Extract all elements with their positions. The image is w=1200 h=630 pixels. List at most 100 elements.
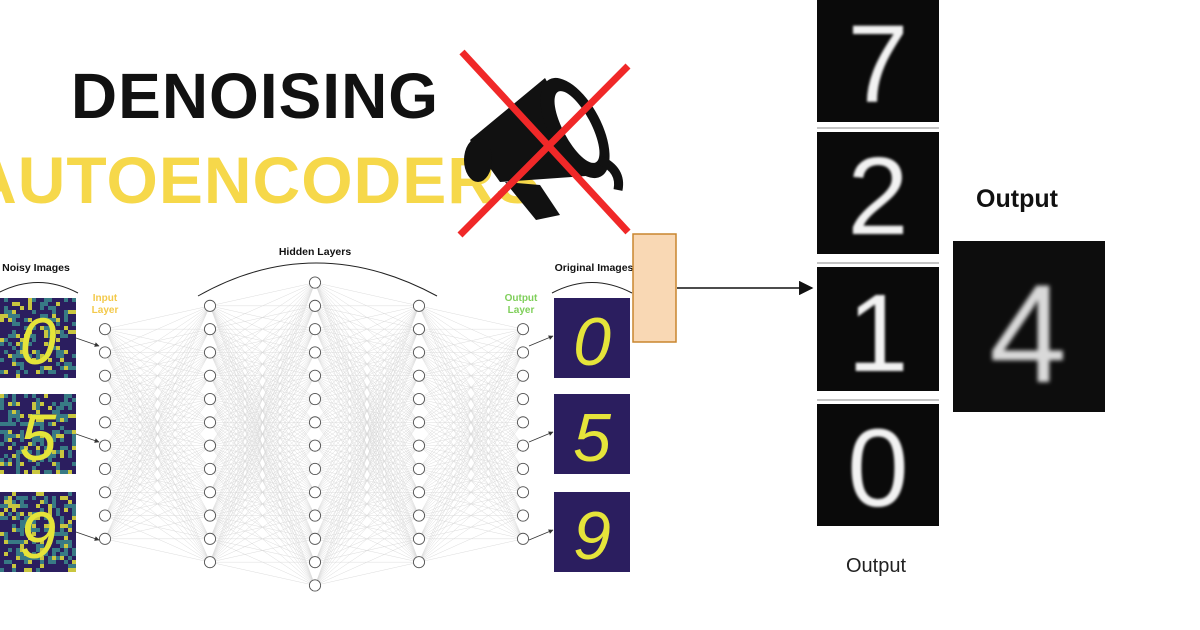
network-edge — [104, 352, 211, 539]
network-node — [412, 556, 426, 569]
noisy-image-column: 059 — [0, 298, 76, 572]
network-edge — [314, 515, 420, 586]
network-node — [203, 416, 217, 429]
network-edge — [418, 538, 524, 563]
network-edge — [418, 422, 524, 563]
network-node — [308, 486, 322, 499]
input-arrow — [75, 531, 100, 541]
network-edge — [314, 305, 420, 446]
network-node — [412, 532, 426, 545]
network-node — [308, 299, 322, 312]
noisy-digit-tile: 9 — [0, 492, 76, 572]
network-edge — [104, 538, 211, 563]
network-edge — [104, 305, 211, 376]
network-node — [308, 462, 322, 476]
network-edge — [314, 329, 420, 586]
network-edge — [418, 329, 524, 539]
strip-digit-cell: 1 — [817, 262, 939, 395]
network-edge — [209, 282, 316, 353]
network-edge — [314, 538, 420, 586]
output-arrow — [528, 335, 554, 347]
noisy-digit-glyph: 9 — [20, 498, 57, 572]
network-node — [203, 369, 217, 382]
network-edge — [104, 305, 211, 446]
network-node — [516, 439, 530, 452]
network-node — [203, 299, 217, 312]
network-node — [308, 439, 322, 452]
network-edge — [209, 352, 316, 563]
network-edge — [418, 468, 524, 563]
network-node — [203, 486, 217, 499]
network-node — [516, 462, 530, 476]
network-edge — [209, 282, 316, 539]
network-edge — [209, 445, 316, 563]
network-edge — [314, 305, 420, 516]
network-node — [98, 532, 112, 545]
network-node — [98, 369, 112, 382]
network-node — [308, 556, 322, 569]
network-node — [308, 532, 322, 545]
tile-arrows — [75, 335, 554, 541]
network-edge — [418, 492, 524, 563]
clean-digit-tile: 5 — [554, 394, 630, 476]
noisy-digit-tile: 0 — [0, 298, 76, 378]
network-edge — [314, 398, 420, 586]
network-nodes — [98, 276, 530, 592]
network-node — [308, 346, 322, 359]
network-edge — [418, 328, 524, 400]
network-node — [308, 369, 322, 382]
network-edge — [209, 282, 316, 376]
network-node — [412, 392, 426, 406]
strip-caption: Output — [846, 555, 906, 577]
network-node — [412, 369, 426, 382]
network-node — [98, 392, 112, 406]
network-edge — [104, 305, 211, 423]
network-edge — [209, 282, 316, 563]
network-edge — [418, 352, 524, 563]
network-node — [516, 346, 530, 359]
network-edge — [418, 329, 524, 446]
network-node — [98, 439, 112, 452]
headline-denoising: DENOISING — [71, 60, 439, 132]
network-edge — [104, 305, 211, 470]
network-edge — [314, 305, 420, 400]
network-edge — [314, 305, 420, 330]
noisy-images-label: Noisy Images — [2, 262, 70, 274]
network-node — [98, 462, 112, 476]
encoder-box — [632, 233, 677, 343]
network-node — [516, 323, 530, 336]
network-edge — [209, 282, 316, 307]
strip-digit-cell: 7 — [817, 0, 939, 126]
network-edge — [314, 375, 420, 586]
network-node — [412, 462, 426, 476]
network-node — [98, 323, 112, 336]
network-edge — [104, 375, 211, 539]
clean-digit-glyph: 9 — [573, 498, 611, 574]
clean-digit-tile: 0 — [554, 298, 630, 380]
network-edge — [418, 328, 524, 353]
clean-digit-glyph: 5 — [573, 400, 611, 476]
clean-digit-glyph: 0 — [573, 304, 611, 380]
network-edge — [314, 282, 420, 307]
network-node — [308, 392, 322, 406]
network-edge — [104, 305, 211, 400]
network-node — [412, 486, 426, 499]
network-edge — [209, 282, 316, 423]
network-edge — [104, 515, 211, 540]
network-node — [203, 462, 217, 476]
network-node — [516, 486, 530, 499]
network-node — [98, 509, 112, 522]
strip-digit-glyph: 7 — [847, 3, 908, 126]
network-edge — [209, 422, 316, 563]
network-edge — [314, 305, 420, 539]
network-edge — [314, 305, 420, 423]
network-node — [412, 323, 426, 336]
network-edge — [314, 352, 420, 586]
network-edge — [314, 305, 420, 470]
input-layer-label-line1: Input — [93, 293, 118, 304]
hidden-layers-brace — [197, 262, 438, 297]
noisy-images-brace — [0, 282, 79, 294]
network-node — [203, 556, 217, 569]
